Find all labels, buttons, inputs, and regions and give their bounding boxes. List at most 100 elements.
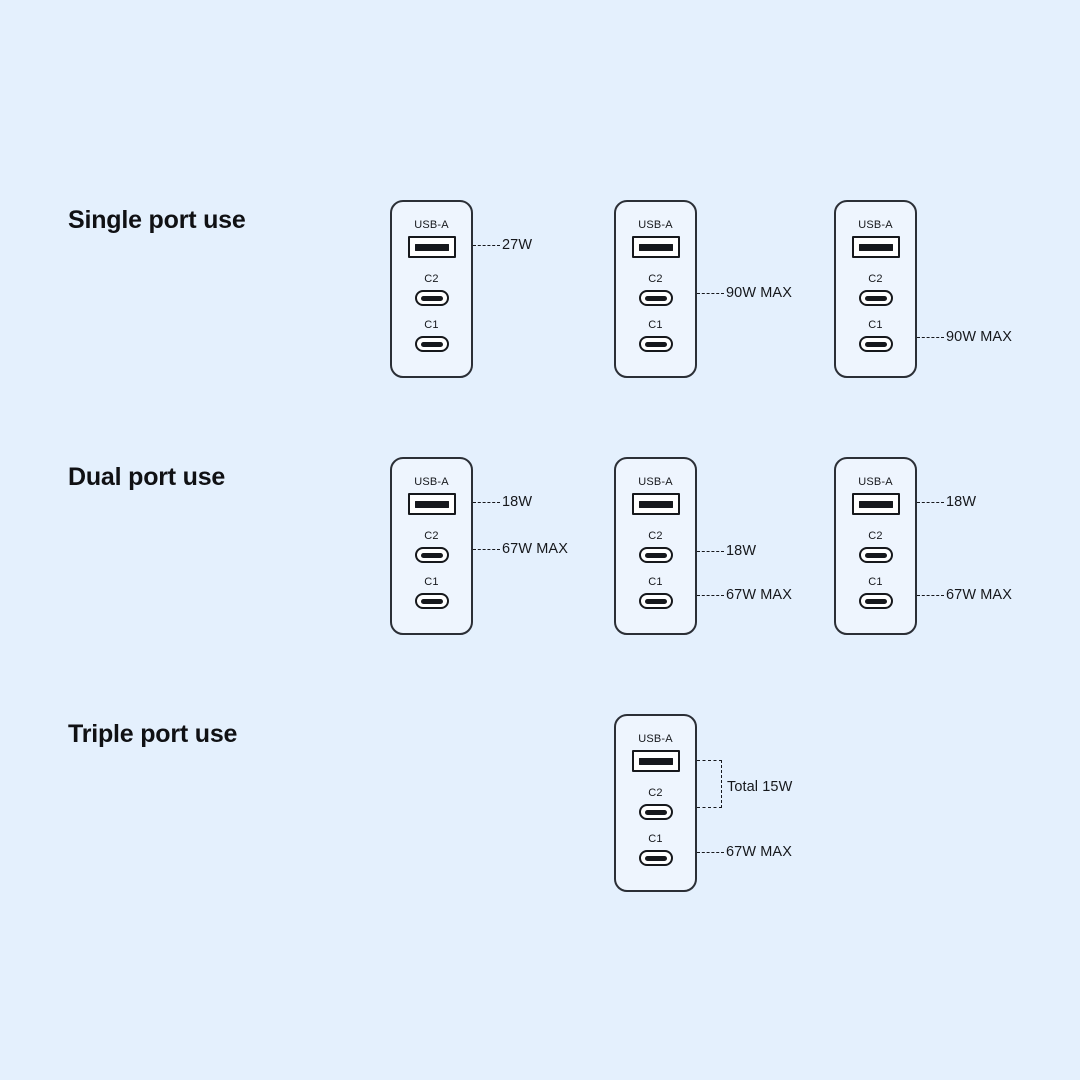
leader-line-single-usb-a [473,245,500,246]
port-usb-a: USB-A [836,477,915,515]
usb-c-icon [638,290,673,306]
port-label-usb-a: USB-A [638,733,673,745]
power-label-dual2-c2: 18W [726,543,757,559]
port-label-c2: C2 [648,530,663,542]
usb-c-bar-icon [644,295,667,301]
usb-a-bar-icon [638,757,673,765]
section-title-dual-port: Dual port use [68,463,226,491]
section-title-single-port: Single port use [68,206,246,234]
port-usb-a: USB-A [392,477,471,515]
usb-c-icon [858,336,893,352]
usb-c-bar-icon [864,341,887,347]
port-usb-a: USB-A [392,220,471,258]
power-label-single-c1: 90W MAX [946,329,1012,345]
charger-device-single-usb-a: USB-A C2 C1 [390,200,473,378]
usb-c-bar-icon [644,809,667,815]
usb-a-icon [631,236,680,258]
port-c2: C2 [616,274,695,306]
port-label-c2: C2 [868,273,883,285]
port-c1: C1 [836,577,915,609]
usb-c-icon [638,336,673,352]
usb-c-bar-icon [864,598,887,604]
port-c1: C1 [392,320,471,352]
port-c2: C2 [616,531,695,563]
port-label-c1: C1 [648,576,663,588]
usb-c-bar-icon [644,552,667,558]
usb-c-icon [638,850,673,866]
port-usb-a: USB-A [616,734,695,772]
port-usb-a: USB-A [616,220,695,258]
port-label-usb-a: USB-A [414,476,449,488]
usb-c-icon [858,547,893,563]
port-c2: C2 [392,274,471,306]
leader-line-dual1-usb-a [473,502,500,503]
charger-device-dual-c2-c1: USB-A C2 C1 [614,457,697,635]
port-c2: C2 [836,274,915,306]
usb-c-bar-icon [420,598,443,604]
usb-a-bar-icon [414,500,449,508]
power-label-dual1-c2: 67W MAX [502,541,568,557]
port-c2: C2 [836,531,915,563]
usb-a-bar-icon [638,243,673,251]
charger-device-dual-usba-c1: USB-A C2 C1 [834,457,917,635]
usb-c-bar-icon [644,341,667,347]
usb-c-bar-icon [644,598,667,604]
usb-a-bar-icon [858,500,893,508]
power-label-triple-c1: 67W MAX [726,844,792,860]
port-c1: C1 [616,834,695,866]
usb-a-bar-icon [414,243,449,251]
bracket-total-15w [697,760,722,808]
power-label-single-usb-a: 27W [502,237,533,253]
usb-c-icon [414,547,449,563]
power-label-dual2-c1: 67W MAX [726,587,792,603]
power-label-dual1-usb-a: 18W [502,494,533,510]
port-label-usb-a: USB-A [414,219,449,231]
charger-device-single-c2: USB-A C2 C1 [614,200,697,378]
port-c1: C1 [836,320,915,352]
port-label-usb-a: USB-A [858,219,893,231]
usb-c-bar-icon [864,295,887,301]
usb-c-bar-icon [644,855,667,861]
leader-line-single-c2 [697,293,724,294]
power-label-dual3-usb-a: 18W [946,494,977,510]
usb-c-bar-icon [420,341,443,347]
usb-a-icon [407,236,456,258]
port-label-c2: C2 [648,273,663,285]
port-label-c2: C2 [648,787,663,799]
port-label-usb-a: USB-A [638,476,673,488]
usb-a-bar-icon [638,500,673,508]
usb-a-icon [851,236,900,258]
port-usb-a: USB-A [616,477,695,515]
usb-c-icon [858,290,893,306]
leader-line-dual3-usb-a [917,502,944,503]
port-label-c1: C1 [868,319,883,331]
port-c2: C2 [392,531,471,563]
charger-device-triple-all: USB-A C2 C1 [614,714,697,892]
leader-line-dual2-c2 [697,551,724,552]
usb-a-icon [631,493,680,515]
usb-a-icon [851,493,900,515]
port-usb-a: USB-A [836,220,915,258]
port-c2: C2 [616,788,695,820]
usb-c-bar-icon [420,552,443,558]
port-label-usb-a: USB-A [638,219,673,231]
usb-c-icon [638,593,673,609]
usb-c-icon [414,290,449,306]
usb-c-bar-icon [864,552,887,558]
leader-line-dual3-c1 [917,595,944,596]
leader-line-dual2-c1 [697,595,724,596]
port-label-c1: C1 [648,319,663,331]
port-c1: C1 [616,320,695,352]
port-label-c1: C1 [648,833,663,845]
usb-c-icon [638,547,673,563]
leader-line-dual1-c2 [473,549,500,550]
usb-c-icon [858,593,893,609]
charger-device-single-c1: USB-A C2 C1 [834,200,917,378]
power-label-dual3-c1: 67W MAX [946,587,1012,603]
port-label-c2: C2 [424,530,439,542]
section-title-triple-port: Triple port use [68,720,238,748]
power-label-single-c2: 90W MAX [726,285,792,301]
usb-c-icon [414,593,449,609]
leader-line-single-c1 [917,337,944,338]
